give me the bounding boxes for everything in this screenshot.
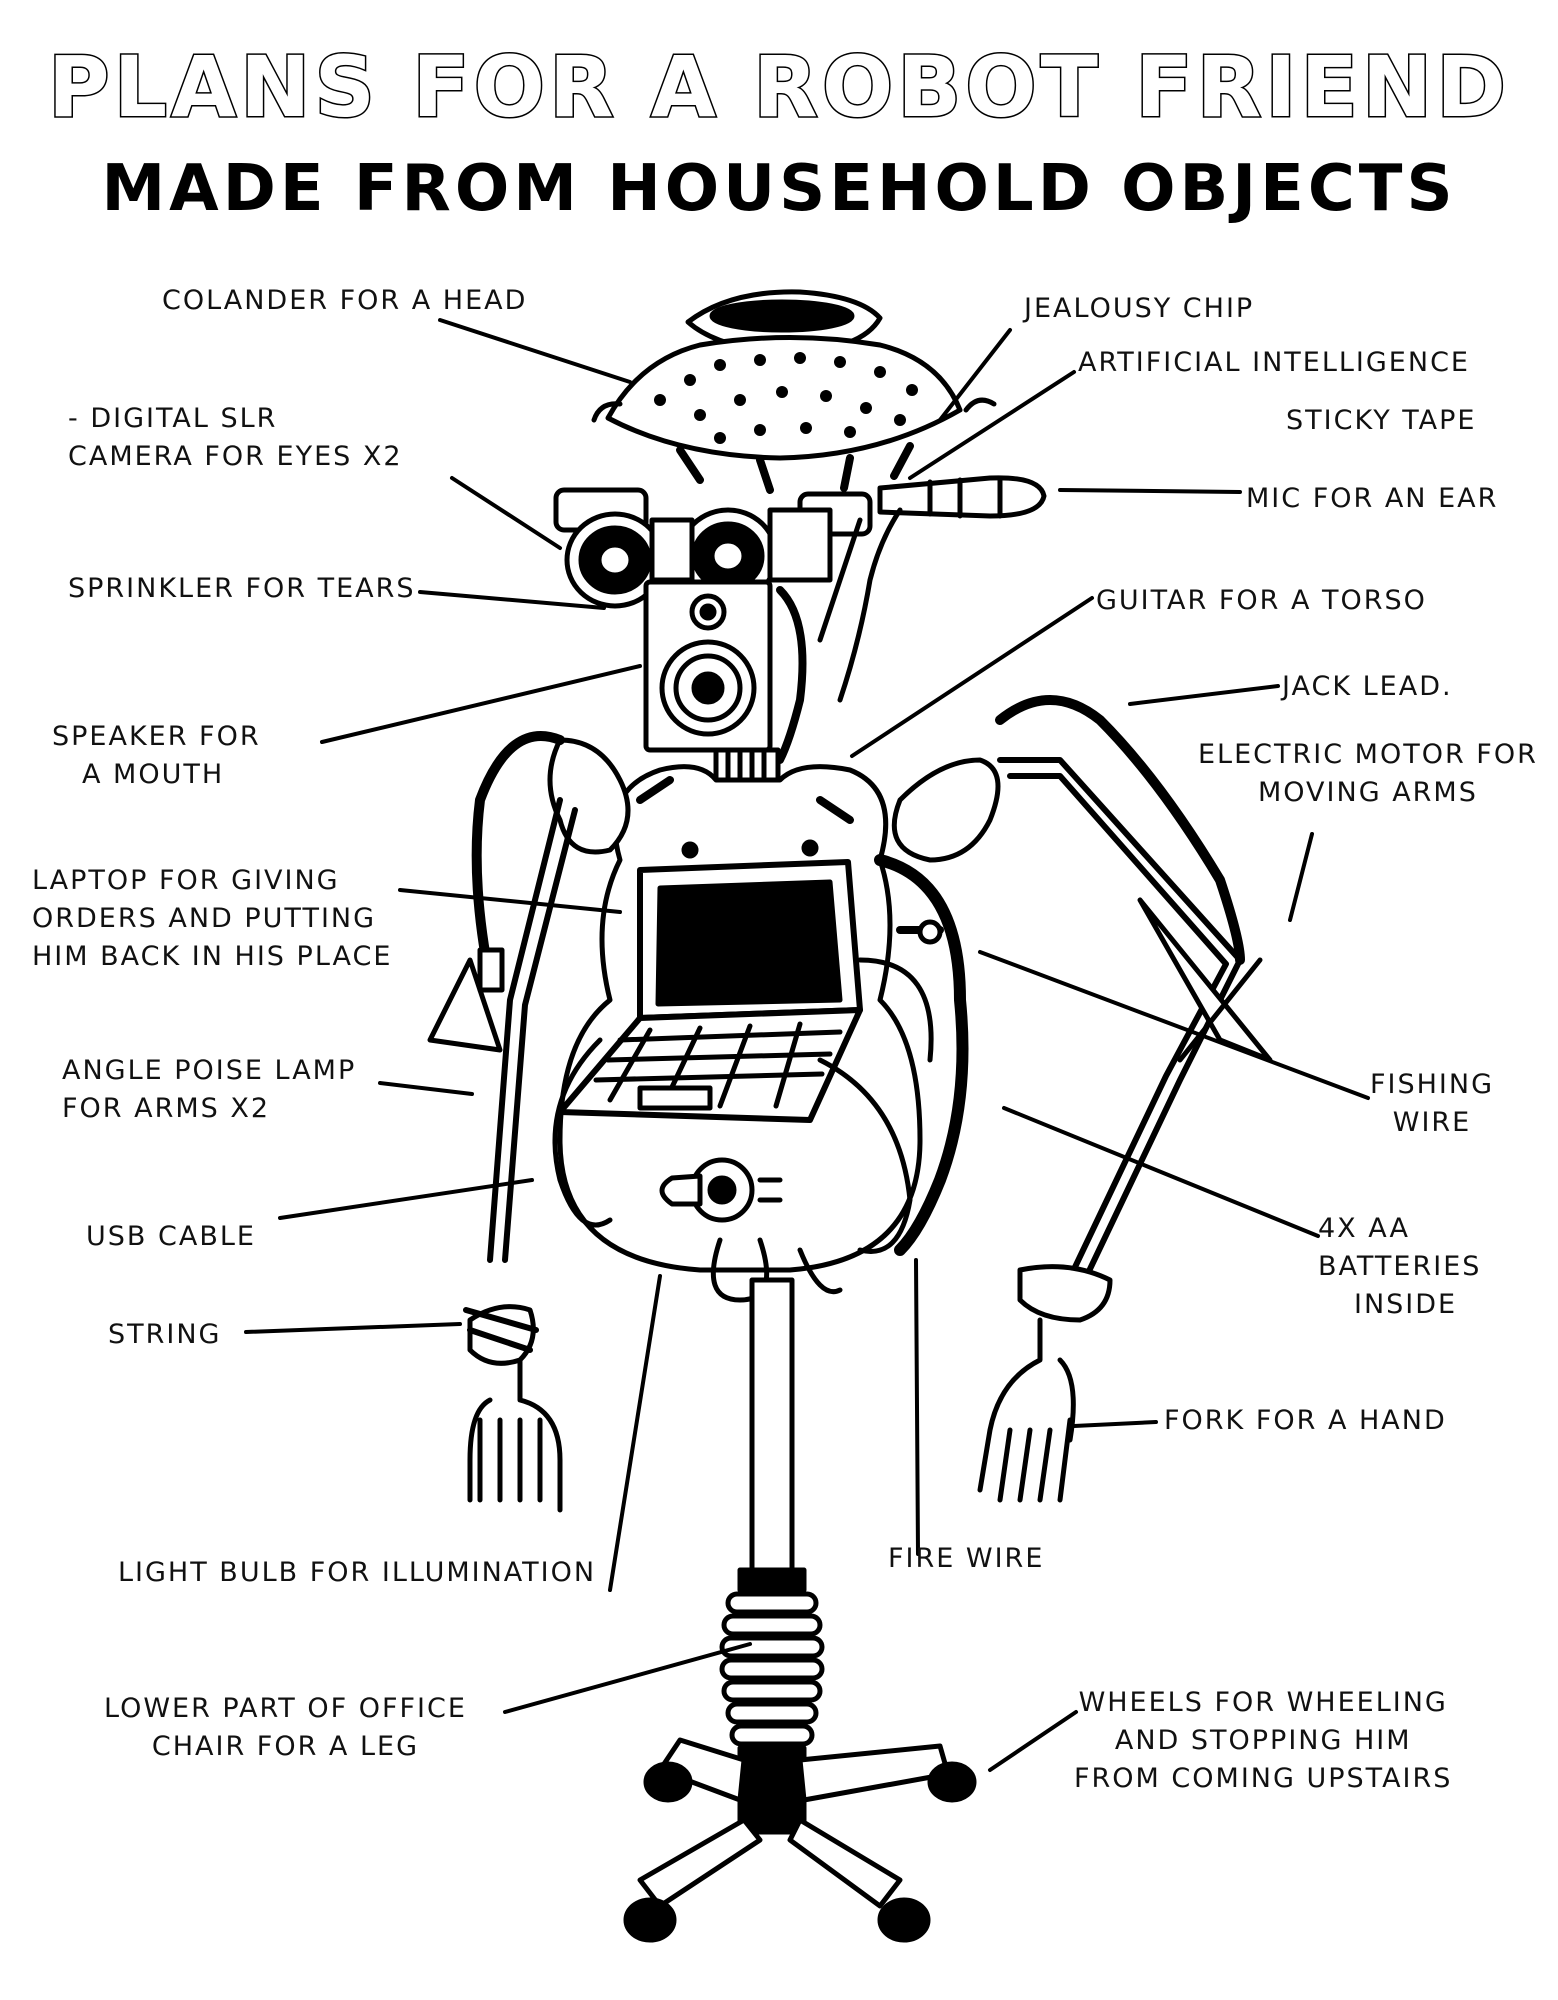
page-subtitle: MADE FROM HOUSEHOLD OBJECTS (101, 152, 1457, 226)
leader-lines (244, 318, 1370, 1772)
label-mic: MIC FOR AN EAR (1246, 483, 1499, 514)
label-bulb: LIGHT BULB FOR ILLUMINATION (118, 1557, 597, 1588)
left-arm (427, 731, 631, 1263)
wires (552, 919, 944, 1303)
label-ai: ARTIFICIAL INTELLIGENCE (1078, 347, 1470, 378)
left-fork (463, 1304, 563, 1513)
label-sprinkler: SPRINKLER FOR TEARS (68, 573, 416, 604)
chair-leg (719, 1277, 825, 1835)
label-usb: USB CABLE (86, 1221, 256, 1252)
speaker (643, 579, 807, 764)
camera-eyes (553, 487, 873, 609)
label-guitar: GUITAR FOR A TORSO (1096, 585, 1427, 616)
light-bulb (659, 1157, 783, 1223)
right-fork (977, 1264, 1113, 1503)
colander (591, 289, 997, 494)
chair-base (623, 1737, 977, 1943)
label-firewire: FIRE WIRE (888, 1543, 1045, 1574)
label-fork: FORK FOR A HAND (1164, 1405, 1447, 1436)
label-jealousy: JEALOUSY CHIP (1024, 293, 1255, 324)
page-title: PLANS FOR A ROBOT FRIEND (47, 37, 1510, 138)
mic (817, 475, 1047, 703)
label-jack: JACK LEAD. (1282, 671, 1453, 702)
label-string: STRING (108, 1319, 222, 1350)
label-colander: COLANDER FOR A HEAD (162, 285, 528, 316)
label-tape: STICKY TAPE (1286, 405, 1477, 436)
laptop (557, 859, 863, 1123)
